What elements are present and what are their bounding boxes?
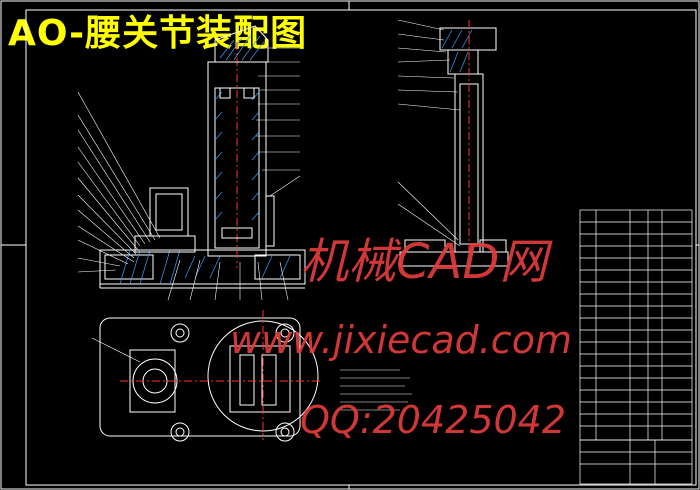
drawing-title: AO-腰关节装配图 [8, 13, 308, 54]
watermark-site-name: 机械CAD网 [300, 234, 548, 290]
watermark-qq: QQ:20425042 [300, 398, 567, 442]
technical-notes [340, 369, 412, 411]
parts-list-table [579, 209, 693, 441]
watermark-url: www.jixiecad.com [230, 318, 572, 362]
title-block [579, 439, 693, 485]
front-section-view [77, 25, 306, 301]
right-callout-leaders [256, 47, 301, 197]
left-callout-leaders [77, 91, 161, 273]
side-section-view [397, 19, 509, 270]
plan-view [91, 310, 320, 442]
